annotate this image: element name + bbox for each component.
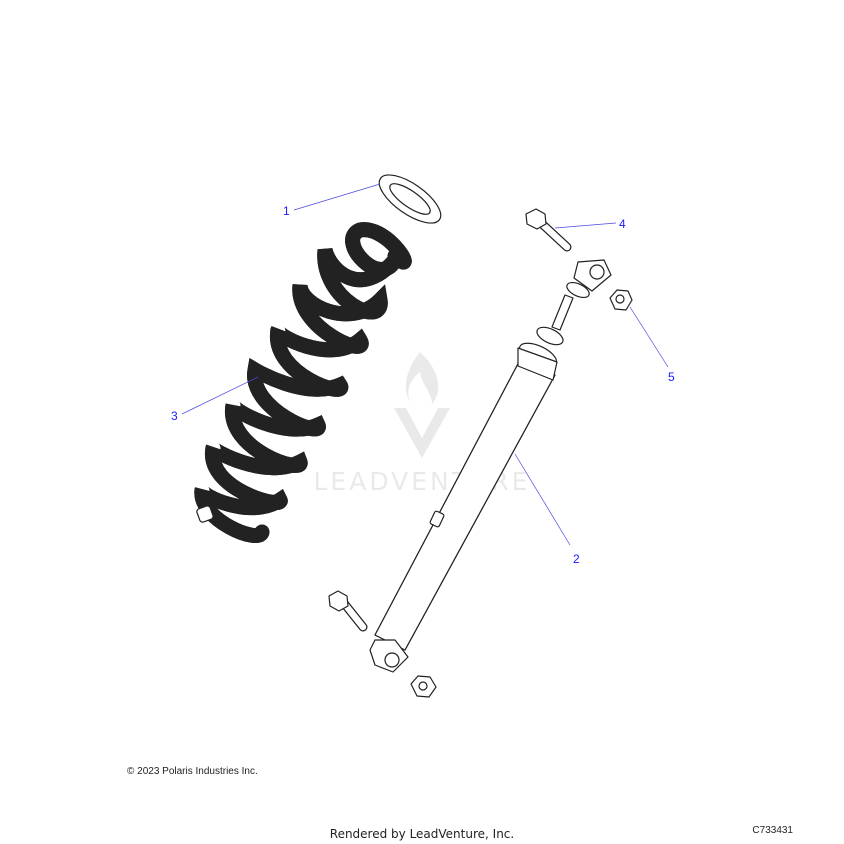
diagram-id: C733431 (752, 825, 793, 836)
callout-2[interactable]: 2 (573, 552, 580, 566)
v-mark-icon (394, 408, 450, 458)
callout-4[interactable]: 4 (619, 217, 626, 231)
callout-5[interactable]: 5 (668, 370, 675, 384)
callout-1[interactable]: 1 (283, 204, 290, 218)
spring-retainer[interactable] (372, 166, 448, 232)
copyright-text: © 2023 Polaris Industries Inc. (127, 766, 258, 777)
leader-line-5 (629, 306, 669, 368)
rendered-by-text: Rendered by LeadVenture, Inc. (329, 827, 515, 841)
leader-line-1 (293, 183, 381, 211)
callout-3[interactable]: 3 (171, 409, 178, 423)
leader-line-3 (181, 376, 259, 415)
flame-icon (405, 352, 439, 404)
upper-bolt[interactable] (525, 208, 572, 252)
coil-spring[interactable] (196, 230, 404, 536)
leader-line-2 (514, 453, 571, 546)
lower-bolt[interactable] (328, 590, 368, 632)
lower-nut[interactable] (410, 675, 437, 698)
shock-absorber[interactable] (369, 259, 612, 673)
upper-nut[interactable] (609, 289, 633, 311)
leader-line-4 (554, 222, 617, 229)
